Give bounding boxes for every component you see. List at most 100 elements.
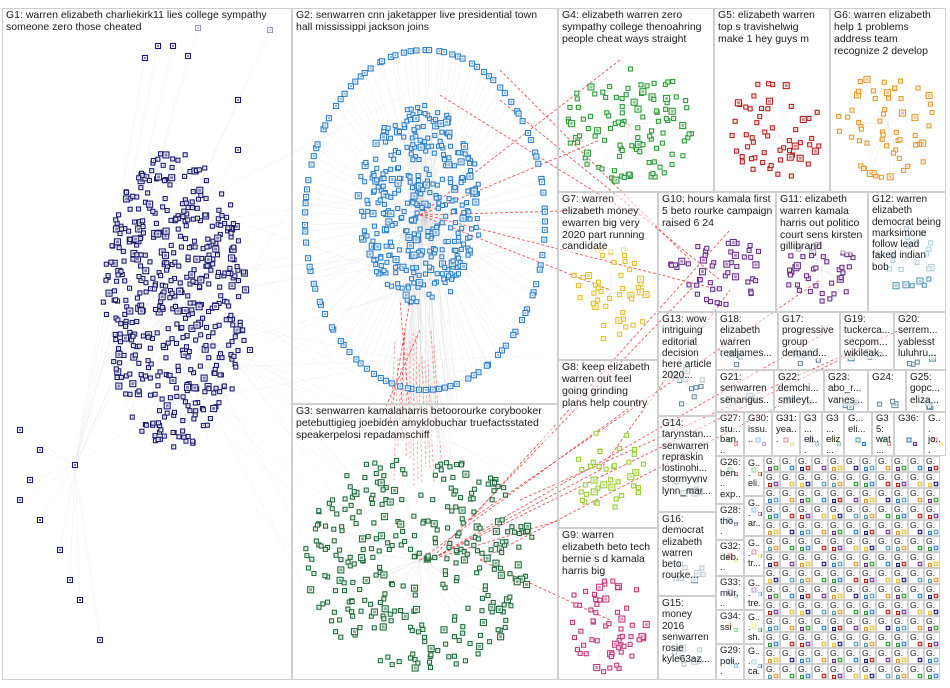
group-box-g2: G2: senwarren cnn jaketapper live presid…	[292, 8, 558, 404]
edge-g2	[424, 219, 541, 266]
node-g1-fill	[212, 407, 216, 411]
group-label-g23: G23: abo_r... vanes...	[828, 372, 865, 406]
node-g1-fill	[214, 368, 216, 370]
node-g1-fill	[202, 409, 204, 411]
node-g1-fill	[176, 323, 178, 325]
node-g1-fill	[187, 405, 189, 407]
node-g1-fill	[234, 336, 236, 338]
node-g1-fill	[131, 382, 135, 386]
node-g1-fill	[187, 295, 189, 297]
edge-g5	[774, 129, 810, 145]
edge-g4	[598, 124, 631, 168]
node-g1-fill	[138, 345, 140, 347]
node-g1-fill	[206, 326, 208, 328]
node-g1-fill	[193, 269, 195, 271]
group-label-gh: G... tre...	[748, 578, 761, 609]
edge-g2	[380, 219, 426, 379]
node-g1-fill	[148, 202, 152, 206]
node-g1-fill	[182, 420, 184, 422]
edge-g1	[74, 464, 101, 641]
edge-g2	[424, 219, 487, 366]
node-g1-fill	[229, 267, 231, 269]
edge-g4	[629, 124, 637, 148]
group-box-g29: G29: poli...	[716, 644, 744, 680]
edge-g2	[309, 219, 426, 267]
group-label-ge: G... eli...	[748, 458, 761, 495]
tiny-group-label: G...	[782, 456, 791, 472]
node-g1-fill	[221, 215, 223, 217]
edge-g1-cross	[191, 376, 499, 659]
node-g1-fill	[164, 234, 168, 238]
node-g1-fill	[182, 396, 184, 398]
edge-g8	[606, 469, 639, 493]
node-g1-fill	[149, 261, 151, 263]
edge-g1-cross	[174, 371, 351, 406]
node-g1-fill	[141, 430, 143, 432]
node-g1-fill	[185, 440, 187, 442]
node-g1-fill	[136, 257, 140, 261]
node-g1-fill	[191, 207, 193, 209]
node-g1-fill	[237, 350, 239, 352]
node-g1-fill	[190, 273, 194, 277]
group-label-g22: G22: demchi... smileyt...	[778, 372, 821, 406]
node-g1-fill	[163, 291, 165, 293]
node-g1-fill	[164, 229, 168, 233]
tiny-group-box: G...	[876, 456, 892, 472]
node-g1-fill	[188, 351, 190, 353]
node-g1-fill	[117, 384, 121, 388]
tiny-group-label: G...	[846, 456, 855, 472]
edge-g2	[305, 219, 426, 226]
group-box-g1: G1: warren elizabeth charliekirk11 lies …	[2, 8, 292, 680]
group-box-g24: G24:	[868, 370, 906, 412]
group-label-gj: G... ca...	[748, 646, 761, 679]
edge-g2	[424, 219, 426, 390]
node-g1-fill	[125, 197, 129, 201]
node-g1-fill	[208, 310, 210, 312]
node-g1-fill	[140, 277, 144, 281]
tiny-group-label: G...	[798, 456, 807, 472]
node-g1-fill	[213, 392, 215, 394]
edge-g2	[424, 50, 430, 221]
node-g1-fill	[193, 240, 195, 242]
node-g1-fill	[232, 324, 234, 326]
node-g1-fill	[125, 375, 127, 377]
node-g1-fill	[200, 334, 202, 336]
group-label-g12: G12: warren elizabeth democrat being mar…	[872, 194, 943, 274]
node-g1-fill	[237, 280, 239, 282]
node-g1-fill	[163, 416, 165, 418]
node-g1-fill	[160, 295, 164, 299]
edge-g3	[419, 521, 499, 561]
node-g1-fill	[171, 264, 173, 266]
edge-g11	[810, 269, 823, 292]
group-label-g11: G11: elizabeth warren kamala harris out …	[780, 193, 865, 254]
edge-g1-cross	[144, 314, 543, 481]
node-g1-fill	[115, 368, 117, 370]
node-g1-fill	[157, 385, 159, 387]
node-g1-fill	[219, 391, 221, 393]
edge-g2	[360, 219, 426, 364]
node-g1-fill	[102, 301, 104, 303]
node-g1-fill	[169, 297, 171, 299]
edge-g1	[29, 464, 76, 481]
node-g1-fill	[174, 261, 176, 263]
node-g1-fill	[204, 214, 206, 216]
edge-cross-group	[433, 345, 443, 474]
node-g1-fill	[195, 410, 197, 412]
edge-g3	[340, 559, 421, 638]
edge-g7	[609, 262, 615, 296]
edge-g7	[578, 285, 611, 296]
node-g1-fill	[144, 176, 148, 180]
edge-g3	[419, 490, 495, 561]
node-g1-fill	[157, 175, 161, 179]
node-g1-fill	[184, 199, 186, 201]
group-box-g23: G23: abo_r... vanes...	[824, 370, 868, 412]
node-g1-fill	[170, 280, 172, 282]
node-g1-fill	[140, 374, 142, 376]
node-g1-fill	[155, 308, 157, 310]
node-g1-fill	[218, 209, 220, 211]
node-g1-fill	[119, 233, 121, 235]
node-g1-fill	[214, 326, 216, 328]
edge-g2	[424, 219, 506, 346]
node-g1-fill	[220, 224, 222, 226]
edge-g1-cross	[157, 190, 405, 257]
